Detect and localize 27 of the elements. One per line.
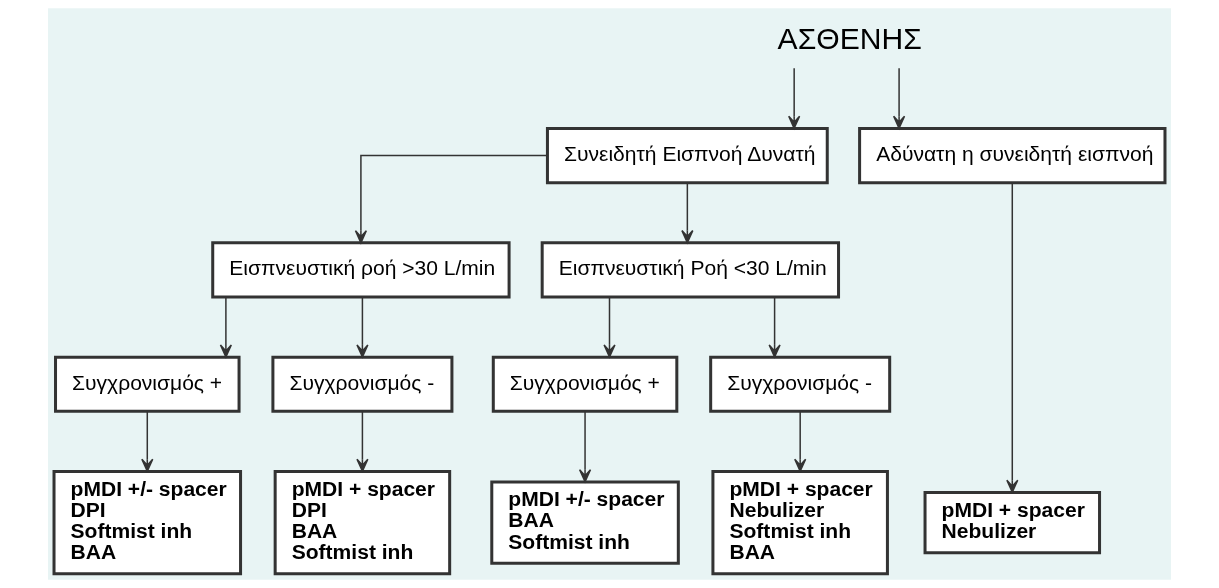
node-box: pMDI + spacer DPI BAA Softmist inh [273, 470, 452, 576]
node-box: pMDI + spacer Nebulizer Softmist inh BAA [711, 470, 889, 576]
node-box: Συνειδητή Εισπνοή Δυνατή [545, 127, 829, 185]
arrow [354, 154, 548, 244]
arrow [681, 181, 694, 244]
arrow [356, 296, 369, 358]
arrow [141, 410, 154, 473]
arrow [356, 410, 369, 473]
node-box: Αδύνατη η συνειδητή εισπνοή [858, 127, 1167, 185]
arrow [794, 410, 807, 473]
arrow [603, 296, 616, 358]
arrow [219, 296, 233, 358]
node-box: Συγχρονισμός - [271, 355, 454, 413]
node-box: pMDI +/- spacer DPI Softmist inh BAA [52, 470, 243, 576]
node-box: pMDI +/- spacer BAA Softmist inh [490, 480, 680, 565]
node-text: ΑΣΘΕΝΗΣ [777, 21, 922, 55]
node-box: Συγχρονισμός + [491, 355, 679, 413]
node-box: pMDI + spacer Nebulizer [923, 491, 1102, 555]
arrow [768, 296, 781, 358]
arrow [892, 67, 906, 130]
node-box: Συγχρονισμός + [54, 355, 241, 413]
node-box: Συγχρονισμός - [709, 355, 892, 413]
arrow [1006, 182, 1019, 493]
node-box: Εισπνευστική ροή >30 L/min [211, 241, 511, 299]
arrow [788, 67, 801, 130]
arrow [578, 410, 592, 483]
node-box: Εισπνευστική Ροή <30 L/min [540, 241, 841, 299]
